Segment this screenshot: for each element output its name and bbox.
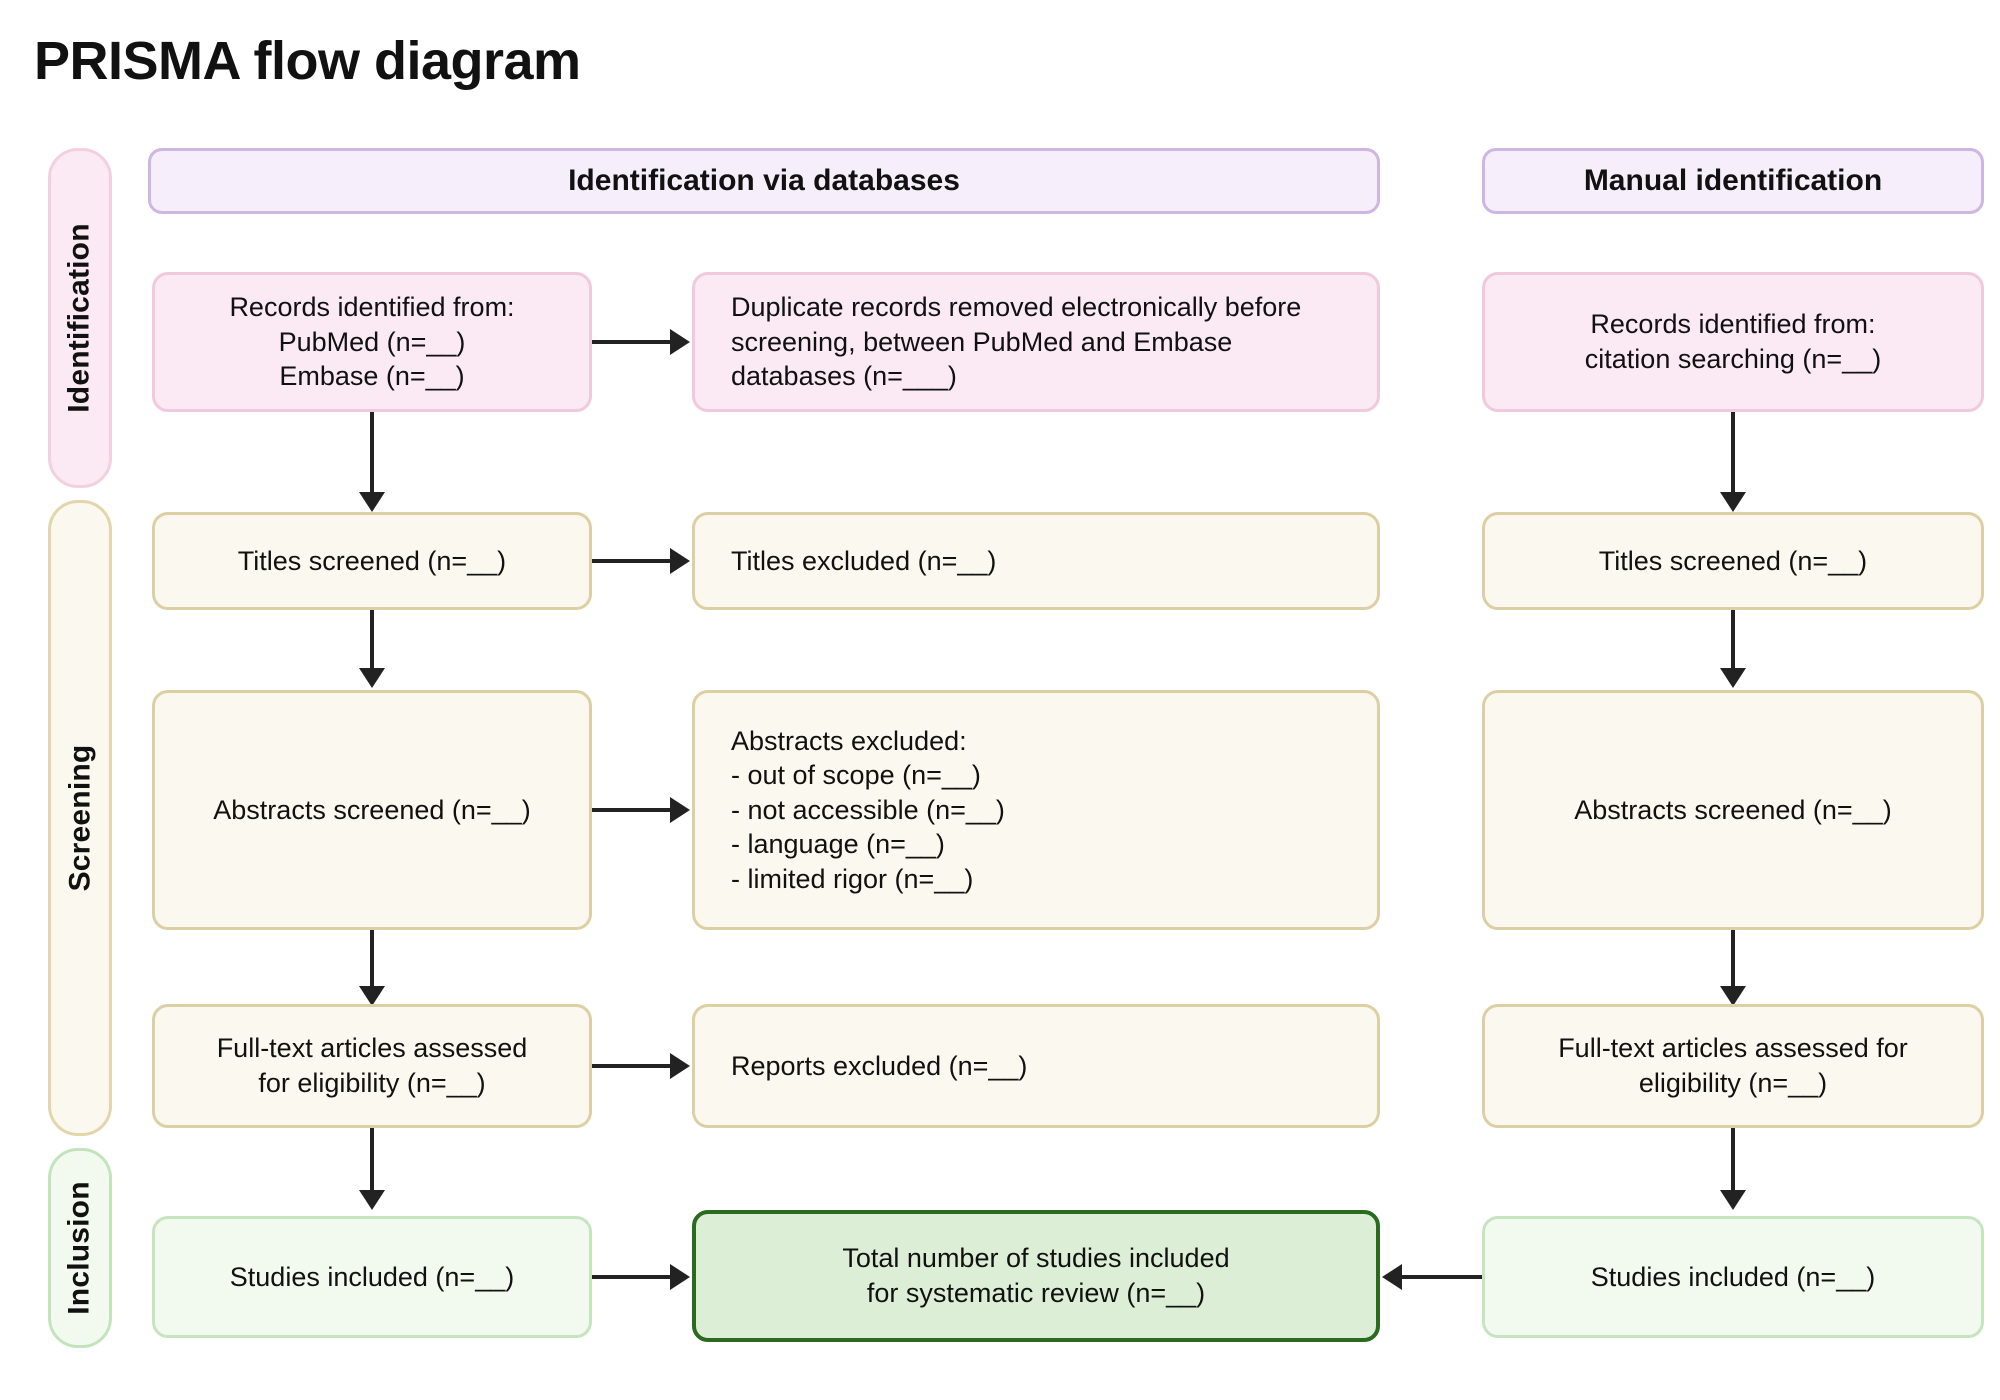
records-identified-citation-text: Records identified from: citation search… [1584, 309, 1882, 374]
studies-included-databases-text: Studies included (n=__) [229, 1261, 515, 1292]
box-abstracts-screened-manual: Abstracts screened (n=__) [1482, 690, 1984, 930]
records-identified-databases-text: Records identified from: PubMed (n=__) E… [229, 292, 515, 392]
stage-label-screening: Screening [63, 744, 97, 892]
connector-abstracts-to-excluded-arrow [670, 797, 690, 823]
connector-fulltext-to-reports-line [592, 1064, 672, 1068]
connector-manual-records-to-titles-line [1731, 412, 1735, 498]
connector-titles-to-abstracts-line [370, 610, 374, 674]
stage-pill-screening: Screening [48, 500, 112, 1136]
fulltext-assessed-manual-text: Full-text articles assessed for eligibil… [1558, 1033, 1908, 1098]
connector-left-studies-to-total-arrow [670, 1264, 690, 1290]
box-titles-screened-databases: Titles screened (n=__) [152, 512, 592, 610]
box-fulltext-assessed-manual: Full-text articles assessed for eligibil… [1482, 1004, 1984, 1128]
box-records-identified-citation: Records identified from: citation search… [1482, 272, 1984, 412]
connector-manual-titles-to-abstracts-arrow [1720, 668, 1746, 688]
stage-pill-inclusion: Inclusion [48, 1148, 112, 1348]
box-titles-excluded: Titles excluded (n=__) [692, 512, 1380, 610]
connector-fulltext-to-studies-line [370, 1128, 374, 1196]
box-titles-screened-manual: Titles screened (n=__) [1482, 512, 1984, 610]
box-duplicate-records-removed: Duplicate records removed electronically… [692, 272, 1380, 412]
total-studies-included-text: Total number of studies included for sys… [842, 1243, 1230, 1308]
banner-identification-via-databases: Identification via databases [148, 148, 1380, 214]
box-fulltext-assessed-databases: Full-text articles assessed for eligibil… [152, 1004, 592, 1128]
connector-abstracts-to-fulltext-line [370, 930, 374, 992]
box-reports-excluded: Reports excluded (n=__) [692, 1004, 1380, 1128]
stage-label-identification: Identification [63, 223, 96, 413]
connector-right-studies-to-total-arrow [1382, 1264, 1402, 1290]
box-studies-included-manual: Studies included (n=__) [1482, 1216, 1984, 1338]
connector-abstracts-to-fulltext-arrow [359, 986, 385, 1006]
connector-titles-to-excluded-line [592, 559, 672, 563]
fulltext-assessed-databases-text: Full-text articles assessed for eligibil… [216, 1033, 528, 1098]
connector-manual-fulltext-to-studies-line [1731, 1128, 1735, 1196]
connector-manual-abstracts-to-fulltext-arrow [1720, 986, 1746, 1006]
connector-manual-records-to-titles-arrow [1720, 492, 1746, 512]
connector-fulltext-to-reports-arrow [670, 1053, 690, 1079]
connector-titles-to-excluded-arrow [670, 548, 690, 574]
box-abstracts-screened-databases: Abstracts screened (n=__) [152, 690, 592, 930]
connector-records-to-titles-line [370, 412, 374, 498]
titles-excluded-text: Titles excluded (n=__) [731, 545, 997, 576]
connector-titles-to-abstracts-arrow [359, 668, 385, 688]
connector-abstracts-to-excluded-line [592, 808, 672, 812]
duplicate-records-removed-text: Duplicate records removed electronically… [731, 292, 1302, 392]
studies-included-manual-text: Studies included (n=__) [1590, 1261, 1876, 1292]
reports-excluded-text: Reports excluded (n=__) [731, 1050, 1028, 1081]
connector-manual-abstracts-to-fulltext-line [1731, 930, 1735, 992]
banner-databases-label: Identification via databases [568, 164, 960, 197]
box-abstracts-excluded: Abstracts excluded: - out of scope (n=__… [692, 690, 1380, 930]
abstracts-screened-manual-text: Abstracts screened (n=__) [1574, 794, 1892, 825]
stage-label-inclusion: Inclusion [63, 1181, 97, 1315]
box-studies-included-databases: Studies included (n=__) [152, 1216, 592, 1338]
banner-manual-label: Manual identification [1583, 164, 1883, 197]
connector-fulltext-to-studies-arrow [359, 1190, 385, 1210]
connector-right-studies-to-total-line [1400, 1275, 1482, 1279]
stage-pill-identification: Identification [48, 148, 112, 488]
box-records-identified-databases: Records identified from: PubMed (n=__) E… [152, 272, 592, 412]
banner-manual-identification: Manual identification [1482, 148, 1984, 214]
connector-records-to-duplicates-line [592, 340, 672, 344]
abstracts-excluded-text: Abstracts excluded: - out of scope (n=__… [731, 725, 1005, 894]
connector-records-to-titles-arrow [359, 492, 385, 512]
connector-left-studies-to-total-line [592, 1275, 672, 1279]
page-title: PRISMA flow diagram [34, 31, 581, 91]
abstracts-screened-databases-text: Abstracts screened (n=__) [213, 794, 531, 825]
connector-manual-fulltext-to-studies-arrow [1720, 1190, 1746, 1210]
connector-manual-titles-to-abstracts-line [1731, 610, 1735, 674]
titles-screened-databases-text: Titles screened (n=__) [237, 545, 507, 576]
titles-screened-manual-text: Titles screened (n=__) [1598, 545, 1868, 576]
box-total-studies-included: Total number of studies included for sys… [692, 1210, 1380, 1342]
connector-records-to-duplicates-arrow [670, 329, 690, 355]
